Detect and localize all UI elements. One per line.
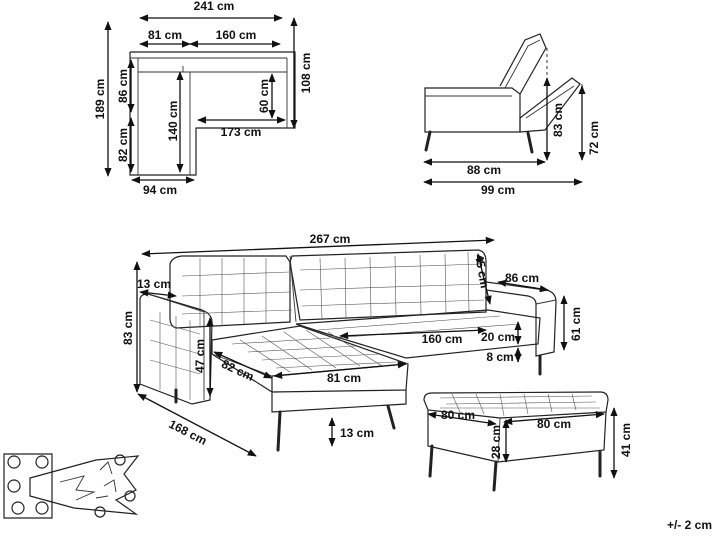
main-total-height-label: 83 cm: [121, 311, 135, 345]
main-cushion-thickness-label: 8 cm: [486, 350, 513, 364]
ottoman-depth-label: 80 cm: [441, 408, 475, 422]
side-reclined-height-label: 83 cm: [551, 103, 565, 137]
top-overall-width-label: 241 cm: [194, 0, 235, 13]
main-arm-length-label: 86 cm: [505, 271, 539, 285]
sofa-perspective-view: 267 cm 45 cm 13 cm 86 cm 83 cm 20 cm 160…: [121, 232, 583, 457]
top-sofa-depth-label: 108 cm: [299, 53, 313, 94]
main-leg-height-label: 13 cm: [340, 426, 374, 440]
top-sofa-seat-depth-label: 60 cm: [257, 79, 271, 113]
side-overall-depth-label: 99 cm: [481, 183, 515, 197]
top-sofa-seat-width-label: 173 cm: [221, 125, 262, 139]
side-seat-depth-label: 88 cm: [467, 163, 501, 177]
main-arm-width-label: 13 cm: [137, 277, 171, 291]
main-back-height-label: 45 cm: [472, 253, 492, 289]
ottoman-height-label: 41 cm: [619, 423, 633, 457]
side-view-outline: [424, 33, 583, 160]
ottoman-outline: [423, 391, 609, 492]
main-arm-height-label: 61 cm: [569, 307, 583, 341]
top-chaise-front-width-label: 94 cm: [143, 183, 177, 197]
main-total-depth-label: 168 cm: [167, 417, 210, 448]
main-chaise-side-height-label: 47 cm: [193, 339, 207, 373]
top-chaise-back-depth-label: 86 cm: [116, 69, 130, 103]
side-view: 83 cm 72 cm 88 cm 99 cm: [423, 33, 601, 197]
ottoman-cushion-height-label: 28 cm: [489, 425, 503, 459]
tolerance-note: +/- 2 cm: [666, 518, 712, 532]
main-chaise-length-label: 81 cm: [327, 371, 361, 385]
top-chaise-seat-depth-label: 82 cm: [116, 128, 130, 162]
main-seat-front-height-label: 20 cm: [481, 330, 515, 344]
ottoman-width-label: 80 cm: [537, 417, 571, 431]
ottoman: 80 cm 80 cm 28 cm 41 cm: [423, 391, 633, 492]
hinge-mechanism-detail: [3, 453, 140, 519]
main-total-width-label: 267 cm: [310, 232, 351, 246]
main-seat-width-label: 160 cm: [422, 332, 463, 346]
top-chaise-inner-depth-label: 140 cm: [166, 101, 180, 142]
top-view: 241 cm 81 cm 160 cm 189 cm 86 cm 82 cm 1…: [93, 0, 313, 197]
top-chaise-width-label: 81 cm: [148, 28, 182, 42]
top-overall-depth-label: 189 cm: [93, 79, 107, 120]
top-sofa-width-label: 160 cm: [216, 28, 257, 42]
main-chaise-width-label: 82 cm: [219, 357, 256, 384]
side-height-label: 72 cm: [587, 121, 601, 155]
